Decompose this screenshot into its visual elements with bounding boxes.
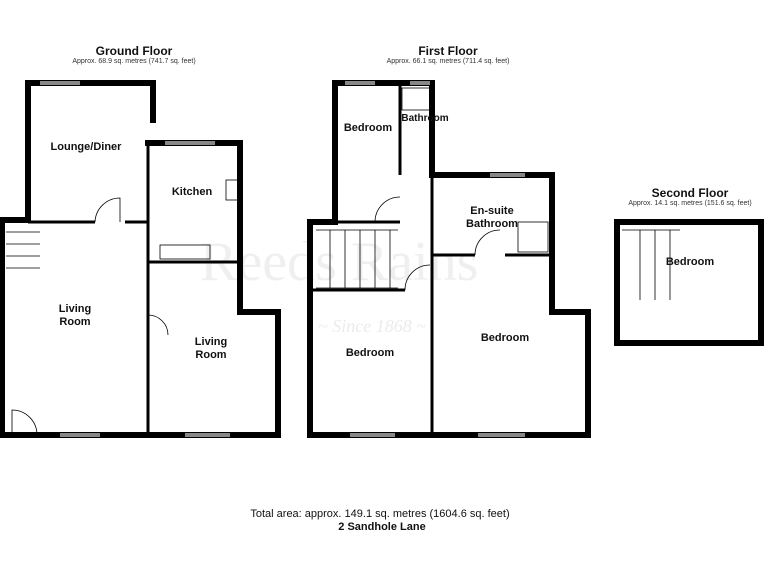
address: 2 Sandhole Lane: [338, 521, 426, 533]
ground-floor-title: Ground Floor: [95, 44, 173, 58]
total-area: Total area: approx. 149.1 sq. metres (16…: [250, 508, 510, 520]
room-bedroom-second: Bedroom: [665, 256, 715, 268]
first-floor-area: Approx. 66.1 sq. metres (711.4 sq. feet): [386, 58, 510, 65]
second-floor-title: Second Floor: [651, 186, 729, 200]
first-floor-outline: [307, 80, 591, 438]
ground-floor-outline: [0, 80, 281, 438]
room-kitchen: Kitchen: [171, 186, 213, 198]
room-bedroom-right: Bedroom: [480, 332, 530, 344]
watermark-tagline: ~ Since 1868 ~: [318, 316, 426, 336]
first-floor-title: First Floor: [418, 44, 478, 58]
room-bedroom-left: Bedroom: [345, 347, 395, 359]
room-bedroom-small: Bedroom: [343, 122, 393, 134]
room-living-room-1: Living Room: [58, 303, 92, 328]
room-en-suite: En-suite Bathroom: [466, 205, 518, 230]
ground-floor-area: Approx. 68.9 sq. metres (741.7 sq. feet): [72, 58, 196, 65]
second-floor-outline: [614, 219, 764, 346]
room-lounge-diner: Lounge/Diner: [50, 141, 122, 153]
room-bathroom: Bathroom: [401, 113, 449, 124]
room-living-room-2: Living Room: [194, 336, 228, 361]
second-floor-area: Approx. 14.1 sq. metres (151.6 sq. feet): [628, 200, 752, 207]
